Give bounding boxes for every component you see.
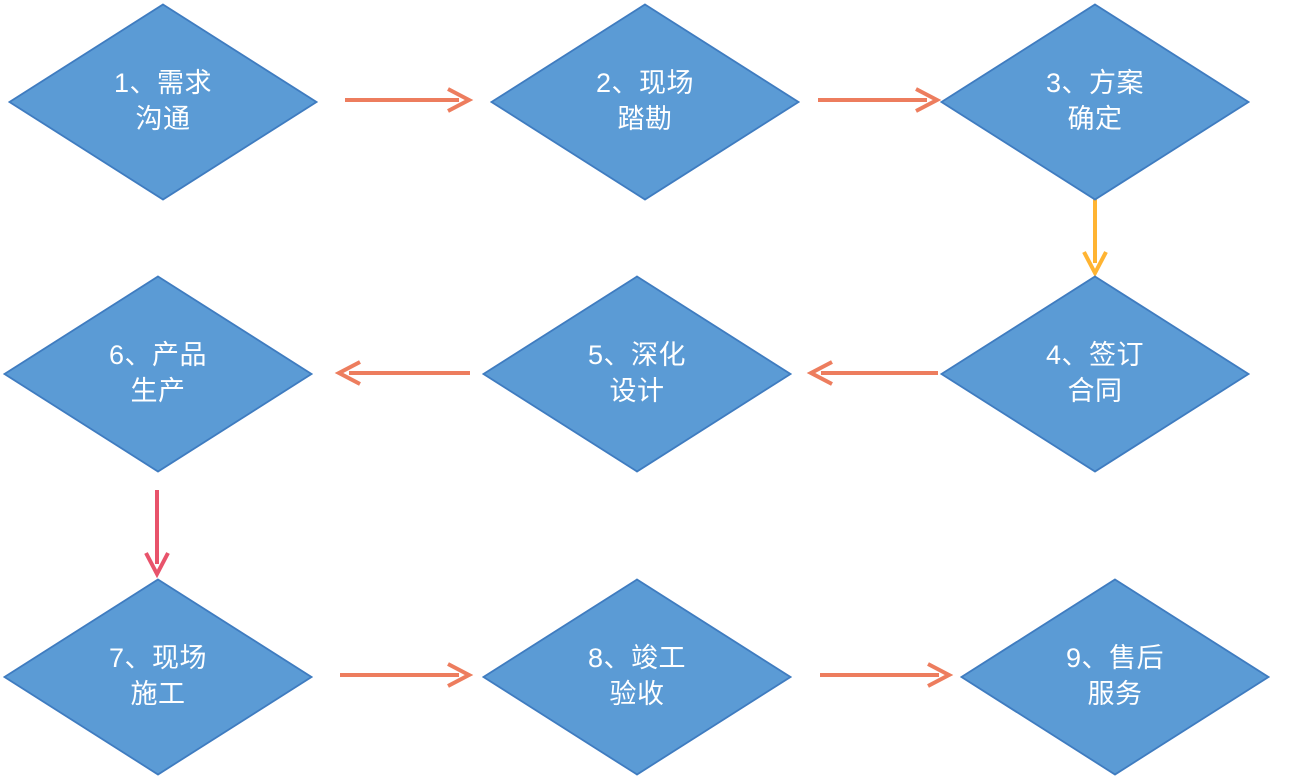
flow-node-n6[interactable]: 6、产品 生产 xyxy=(3,275,313,473)
arrow-glyph-icon xyxy=(820,662,954,688)
arrow-glyph-icon xyxy=(144,490,170,579)
arrow-glyph-icon xyxy=(806,360,938,386)
flow-node-n1[interactable]: 1、需求 沟通 xyxy=(8,3,318,201)
flow-node-n5[interactable]: 5、深化 设计 xyxy=(482,275,792,473)
diamond-shape-icon xyxy=(960,578,1270,776)
arrow-n1-to-n2 xyxy=(345,85,474,115)
diamond-shape-icon xyxy=(482,578,792,776)
arrow-n5-to-n6 xyxy=(334,358,470,388)
diamond-shape-icon xyxy=(8,3,318,201)
diamond-shape-icon xyxy=(940,275,1250,473)
diamond-shape-icon xyxy=(490,3,800,201)
arrow-glyph-icon xyxy=(345,87,474,113)
arrow-n7-to-n8 xyxy=(340,660,474,690)
diamond-shape-icon xyxy=(482,275,792,473)
flow-node-n9[interactable]: 9、售后 服务 xyxy=(960,578,1270,776)
arrow-glyph-icon xyxy=(334,360,470,386)
diamond-shape-icon xyxy=(3,275,313,473)
arrow-n2-to-n3 xyxy=(818,85,942,115)
arrow-n4-to-n5 xyxy=(806,358,938,388)
arrow-glyph-icon xyxy=(1082,196,1108,278)
arrow-glyph-icon xyxy=(340,662,474,688)
arrow-n8-to-n9 xyxy=(820,660,954,690)
arrow-glyph-icon xyxy=(818,87,942,113)
flow-node-n4[interactable]: 4、签订 合同 xyxy=(940,275,1250,473)
arrow-n6-to-n7 xyxy=(142,490,172,579)
diamond-shape-icon xyxy=(3,578,313,776)
arrow-n3-to-n4 xyxy=(1080,196,1110,278)
diamond-shape-icon xyxy=(940,3,1250,201)
flow-node-n3[interactable]: 3、方案 确定 xyxy=(940,3,1250,201)
flow-node-n7[interactable]: 7、现场 施工 xyxy=(3,578,313,776)
flow-node-n2[interactable]: 2、现场 踏勘 xyxy=(490,3,800,201)
flow-node-n8[interactable]: 8、竣工 验收 xyxy=(482,578,792,776)
